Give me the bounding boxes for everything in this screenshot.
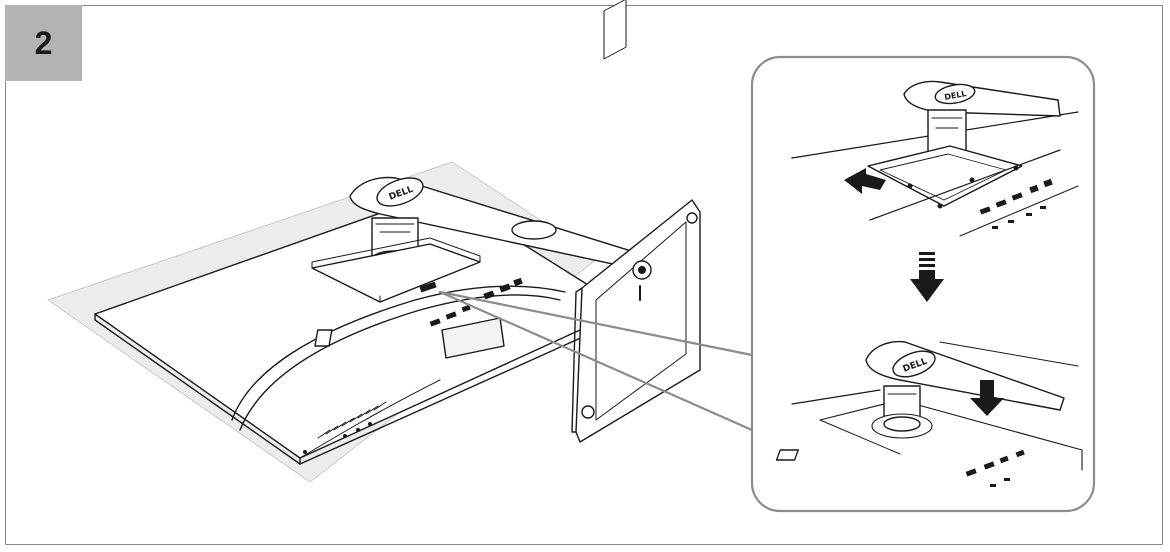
detail-bottom: DELL — [775, 340, 1083, 487]
monitor-back — [94, 191, 613, 465]
label-plate — [441, 317, 505, 359]
detail-top-ports — [979, 178, 1053, 229]
callout-leader-lines — [438, 290, 754, 432]
detail-top: DELL — [791, 80, 1079, 237]
detail-bottom-ports — [965, 449, 1025, 487]
vent-grille — [317, 401, 387, 439]
slide-arrow-icon — [844, 168, 886, 194]
power-connector-icon — [314, 329, 333, 347]
step-number: 2 — [34, 24, 53, 61]
dell-logo-text-top: DELL — [944, 89, 968, 102]
column-screw-bottom — [581, 405, 595, 419]
io-ports — [429, 277, 523, 327]
step-number-badge: 2 — [5, 5, 82, 81]
side-ports — [303, 422, 372, 454]
callout-panel: DELL — [750, 55, 1096, 513]
push-down-arrow-icon — [970, 380, 1004, 416]
main-scene: DELL — [47, 0, 754, 483]
stand-column — [571, 0, 701, 443]
base-cutout — [511, 220, 557, 240]
column-screw-top — [686, 212, 698, 224]
vesa-bracket — [311, 237, 481, 303]
base-logo — [376, 177, 424, 207]
down-arrow-middle — [910, 252, 944, 302]
